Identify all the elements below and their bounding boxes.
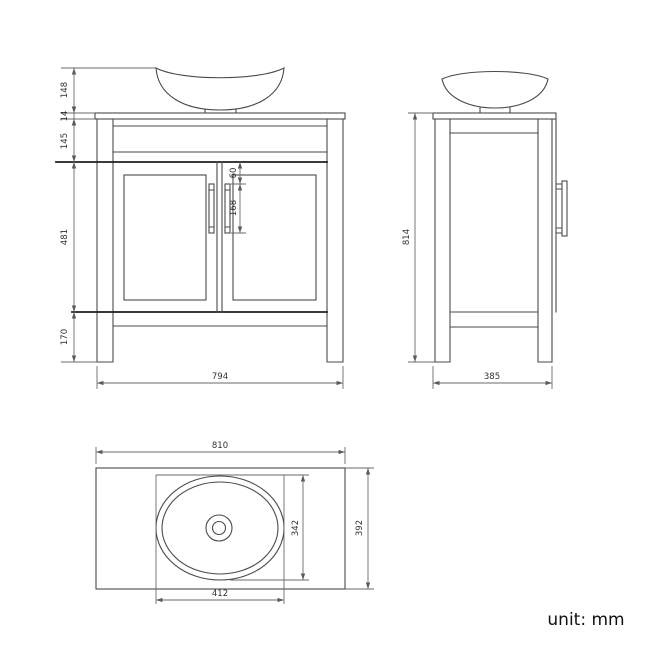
dim-overall-depth: 385 bbox=[484, 372, 500, 382]
cabinet-frame-side bbox=[434, 118, 557, 363]
side-depth-dimension: 385 bbox=[432, 366, 553, 389]
handle-dimensions: 60 168 bbox=[229, 162, 246, 234]
dim-sink-height: 148 bbox=[60, 82, 70, 98]
basin-width-dimension: 412 bbox=[155, 475, 285, 604]
side-height-dimension: 814 bbox=[402, 112, 435, 363]
vessel-sink-front bbox=[155, 67, 285, 114]
right-door-panel bbox=[232, 174, 317, 301]
dim-apron-height: 145 bbox=[60, 133, 70, 149]
dim-basin-depth: 342 bbox=[291, 520, 301, 536]
cabinet-doors bbox=[123, 161, 317, 313]
unit-label: unit: mm bbox=[547, 610, 624, 630]
vessel-sink-side bbox=[441, 71, 549, 114]
dim-basin-width: 412 bbox=[212, 589, 228, 599]
countertop-front bbox=[94, 112, 346, 120]
dim-overall-height: 814 bbox=[402, 229, 412, 245]
dim-overall-width: 794 bbox=[212, 372, 228, 382]
countertop-plan bbox=[95, 467, 346, 590]
left-door-panel bbox=[123, 174, 207, 301]
door-handle-right bbox=[224, 183, 231, 234]
drain-outer bbox=[205, 514, 233, 542]
side-handle bbox=[555, 180, 568, 237]
dim-door-height: 481 bbox=[60, 229, 70, 245]
dim-counter-thickness: 14 bbox=[60, 111, 70, 122]
front-dimension-chain: 148 14 145 481 170 bbox=[60, 67, 156, 363]
dim-top-width: 810 bbox=[212, 441, 228, 451]
top-view: 810 412 342 392 bbox=[95, 441, 374, 604]
dim-leg-height: 170 bbox=[60, 329, 70, 345]
top-width-dimension: 810 bbox=[95, 441, 346, 464]
dim-top-depth: 392 bbox=[355, 520, 365, 536]
cabinet-frame-front bbox=[55, 118, 344, 363]
dim-handle-offset: 60 bbox=[229, 168, 239, 179]
door-handle-left bbox=[208, 183, 215, 234]
front-width-dimension: 794 bbox=[96, 366, 344, 389]
dim-handle-length: 168 bbox=[229, 200, 239, 216]
side-view: 814 385 bbox=[402, 71, 568, 389]
basin-depth-dimension: 342 bbox=[156, 474, 309, 581]
basin-inner-rim bbox=[161, 481, 279, 575]
front-view: 148 14 145 481 170 60 168 794 bbox=[55, 67, 346, 389]
drain-inner bbox=[211, 520, 227, 536]
countertop-side bbox=[432, 112, 557, 120]
top-depth-dimension: 392 bbox=[345, 467, 374, 590]
